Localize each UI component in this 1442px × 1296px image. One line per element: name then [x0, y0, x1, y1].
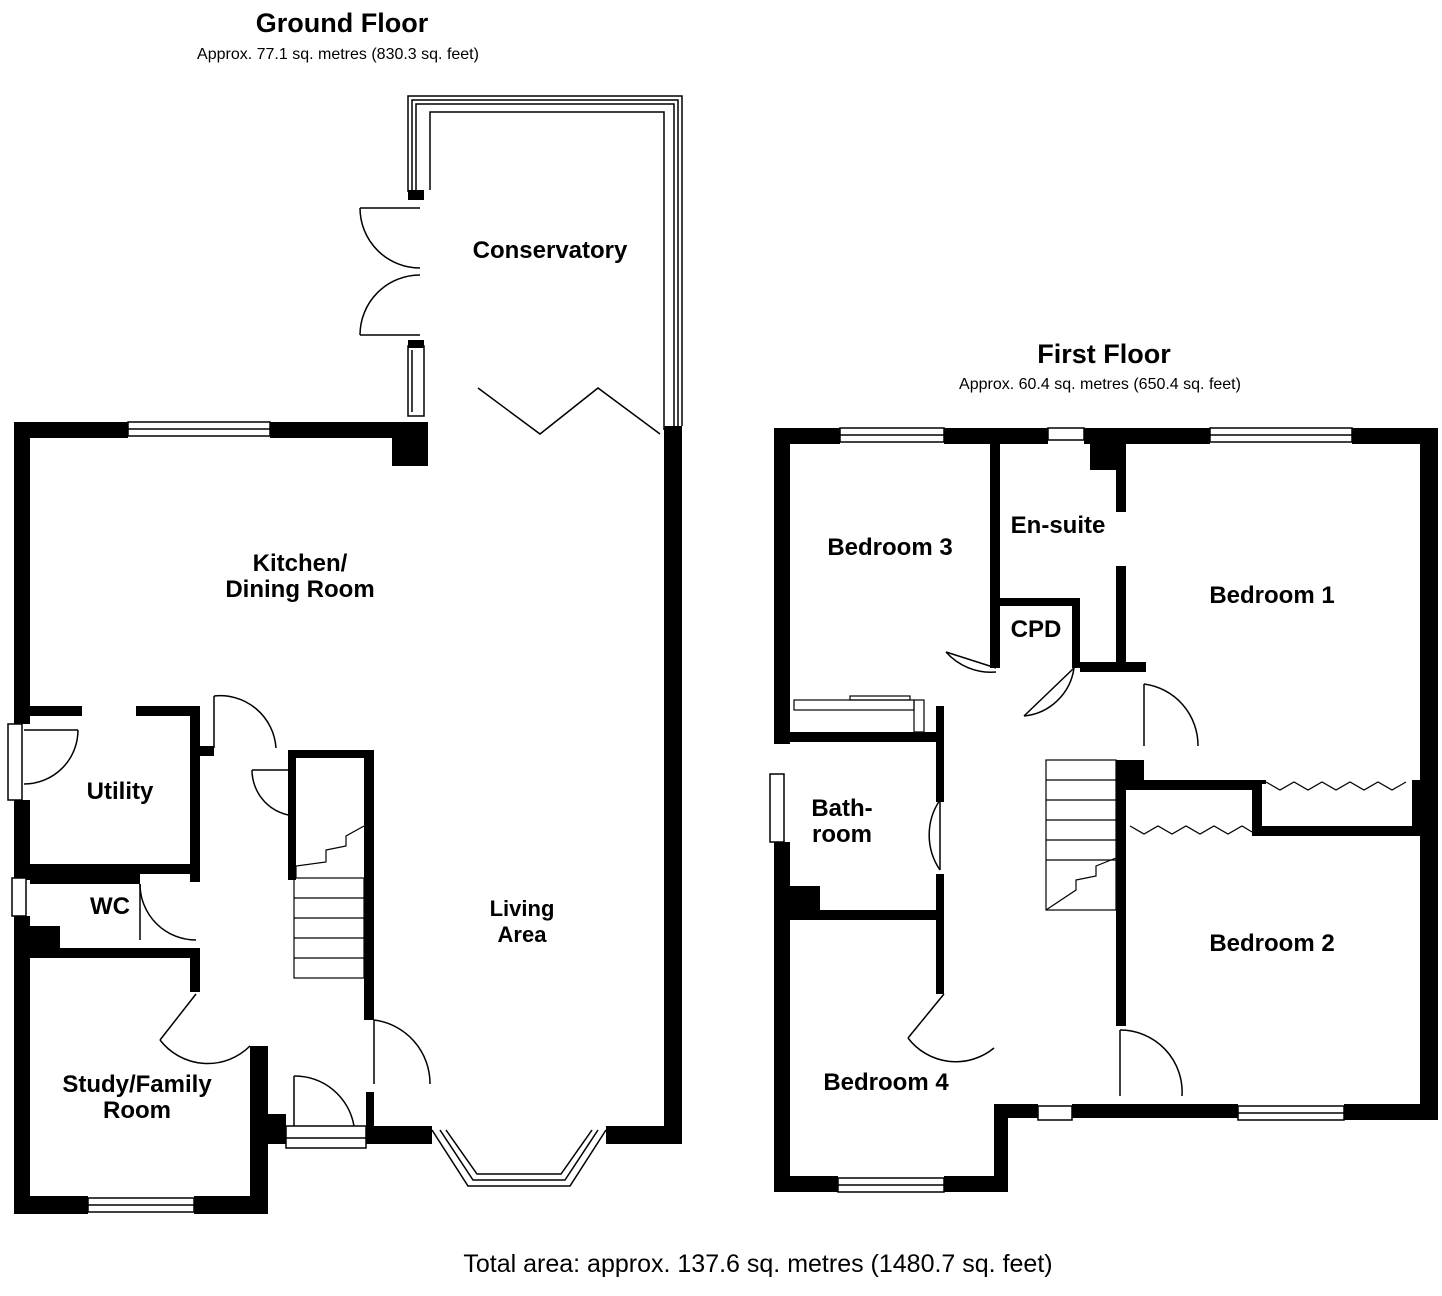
conservatory-french-doors [359, 207, 421, 336]
room-label-en-suite: En-suite [1010, 512, 1106, 539]
conservatory-frame [407, 95, 683, 430]
room-label-bedroom-2: Bedroom 2 [1209, 930, 1335, 957]
conservatory-post [408, 340, 424, 348]
room-label-conservatory: Conservatory [472, 237, 628, 264]
wardrobe-doors [793, 695, 1407, 835]
first-floor-stairs [1045, 759, 1117, 911]
room-label-bathroom-line1: Bath- [811, 795, 873, 822]
ground-floor-door-swings [23, 694, 431, 1127]
bifold-doors [477, 387, 661, 435]
bay-window [431, 1129, 607, 1187]
ground-floor-title: Ground Floor [255, 8, 429, 38]
ground-floor-area: Approx. 77.1 sq. metres (830.3 sq. feet) [197, 46, 479, 63]
first-floor-door-swings [907, 651, 1199, 1097]
room-label-study: Study/Family Room [30, 1072, 244, 1124]
conservatory-post [408, 190, 424, 200]
room-label-living-line2: Area [497, 922, 547, 947]
room-label-bedroom-3: Bedroom 3 [827, 534, 953, 561]
room-label-wc: WC [90, 893, 130, 920]
room-label-kitchen: Kitchen/ Dining Room [190, 551, 410, 603]
total-area: Total area: approx. 137.6 sq. metres (14… [463, 1250, 1053, 1278]
room-label-study-line2: Room [103, 1097, 171, 1124]
ground-floor-windows [7, 421, 367, 1213]
room-label-living-line1: Living [489, 896, 555, 921]
room-label-living-area: Living Area [462, 896, 582, 948]
first-floor-windows [769, 427, 1353, 1193]
ground-floor-walls [14, 422, 682, 1214]
room-label-bedroom-4: Bedroom 4 [823, 1069, 949, 1096]
first-floor-area: Approx. 60.4 sq. metres (650.4 sq. feet) [959, 376, 1241, 393]
first-floor-title: First Floor [1037, 339, 1171, 369]
ground-floor-plan [7, 95, 683, 1214]
ground-floor-stairs [293, 825, 365, 979]
room-label-bathroom-line2: room [812, 821, 872, 848]
room-label-bathroom: Bath- room [790, 796, 894, 848]
room-label-study-line1: Study/Family [62, 1071, 212, 1098]
first-floor-plan [769, 427, 1438, 1193]
room-label-kitchen-line2: Dining Room [225, 576, 375, 603]
room-label-cpd: CPD [1010, 616, 1062, 643]
room-label-bedroom-1: Bedroom 1 [1209, 582, 1335, 609]
first-floor-walls [774, 428, 1438, 1192]
room-label-kitchen-line1: Kitchen/ [252, 550, 348, 577]
room-label-utility: Utility [86, 778, 154, 805]
